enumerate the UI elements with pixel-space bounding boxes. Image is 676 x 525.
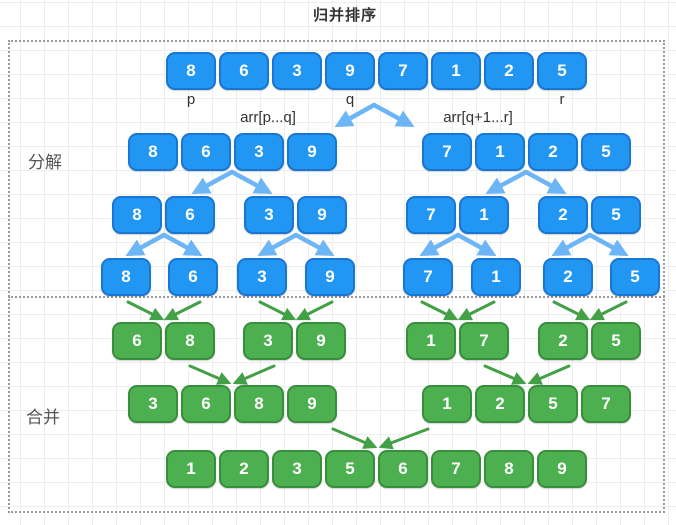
array-cell: 6 <box>168 258 218 296</box>
array-cell: 9 <box>296 322 346 360</box>
array-cell: 5 <box>591 322 641 360</box>
array-cell: 6 <box>378 450 428 488</box>
array-cell: 6 <box>181 385 231 423</box>
array-cell: 3 <box>244 196 294 234</box>
array-cell: 3 <box>128 385 178 423</box>
array-cell: 2 <box>543 258 593 296</box>
array-cell: 9 <box>537 450 587 488</box>
page-title: 归并排序 <box>312 7 377 24</box>
array-cell: 2 <box>475 385 525 423</box>
array-cell: 1 <box>459 196 509 234</box>
array-cell: 8 <box>234 385 284 423</box>
array-cell: 5 <box>581 133 631 171</box>
array-cell: 3 <box>237 258 287 296</box>
array-cell: 7 <box>406 196 456 234</box>
array-cell: 7 <box>581 385 631 423</box>
array-cell: 6 <box>112 322 162 360</box>
array-cell: 8 <box>484 450 534 488</box>
array-cell: 9 <box>325 52 375 90</box>
array-cell: 5 <box>528 385 578 423</box>
array-group-l4b: 6 <box>168 258 218 296</box>
array-cell: 5 <box>610 258 660 296</box>
array-cell: 6 <box>181 133 231 171</box>
array-cell: 7 <box>403 258 453 296</box>
array-cell: 2 <box>484 52 534 90</box>
array-cell: 2 <box>219 450 269 488</box>
array-cell: 5 <box>325 450 375 488</box>
array-cell: 9 <box>287 133 337 171</box>
array-cell: 7 <box>422 133 472 171</box>
array-cell: 5 <box>537 52 587 90</box>
array-cell: 1 <box>166 450 216 488</box>
array-cell: 3 <box>272 52 322 90</box>
array-cell: 7 <box>431 450 481 488</box>
array-group-l4c: 3 <box>237 258 287 296</box>
array-cell: 8 <box>165 322 215 360</box>
array-group-l4d: 9 <box>305 258 355 296</box>
right-subarray-label: arr[q+1...r] <box>443 109 513 126</box>
merge-label: 合并 <box>26 408 60 427</box>
array-cell: 9 <box>305 258 355 296</box>
array-group-l4g: 2 <box>543 258 593 296</box>
decompose-label: 分解 <box>28 153 62 172</box>
left-subarray-label: arr[p...q] <box>240 109 296 126</box>
array-cell: 1 <box>475 133 525 171</box>
array-cell: 6 <box>165 196 215 234</box>
array-group-l4f: 1 <box>471 258 521 296</box>
array-cell: 2 <box>538 322 588 360</box>
array-cell: 1 <box>431 52 481 90</box>
array-cell: 3 <box>272 450 322 488</box>
array-cell: 1 <box>422 385 472 423</box>
array-cell: 9 <box>287 385 337 423</box>
array-cell: 6 <box>219 52 269 90</box>
array-group-l4a: 8 <box>101 258 151 296</box>
array-cell: 7 <box>378 52 428 90</box>
array-cell: 5 <box>591 196 641 234</box>
array-cell: 8 <box>166 52 216 90</box>
pointer-p-label: p <box>186 91 196 108</box>
pointer-r-label: r <box>559 91 565 108</box>
array-cell: 3 <box>243 322 293 360</box>
array-cell: 3 <box>234 133 284 171</box>
array-cell: 1 <box>406 322 456 360</box>
array-group-l4e: 7 <box>403 258 453 296</box>
array-cell: 7 <box>459 322 509 360</box>
array-cell: 8 <box>128 133 178 171</box>
array-cell: 2 <box>538 196 588 234</box>
array-cell: 1 <box>471 258 521 296</box>
dotted-border <box>8 40 665 513</box>
pointer-q-label: q <box>345 91 355 108</box>
array-group-l4h: 5 <box>610 258 660 296</box>
array-cell: 9 <box>297 196 347 234</box>
array-cell: 8 <box>112 196 162 234</box>
array-cell: 2 <box>528 133 578 171</box>
section-divider <box>8 296 665 298</box>
array-cell: 8 <box>101 258 151 296</box>
